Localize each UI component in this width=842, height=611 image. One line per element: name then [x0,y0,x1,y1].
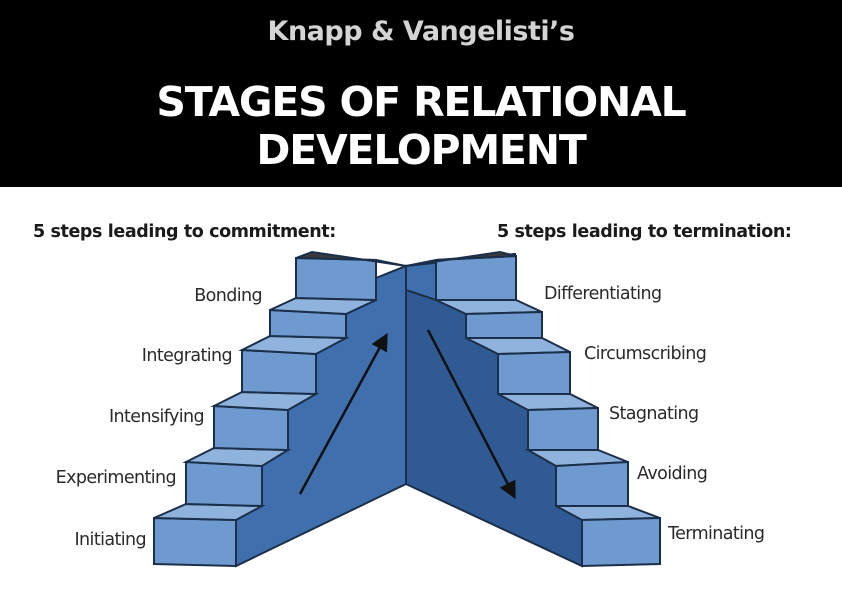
right-steps [405,250,661,568]
step-label-stagnating: Stagnating [609,404,699,424]
step-label-avoiding: Avoiding [637,464,708,484]
step-label-differentiating: Differentiating [544,284,662,304]
step-label-experimenting: Experimenting [55,468,177,488]
step-label-integrating: Integrating [141,346,233,366]
left-steps [153,250,407,568]
termination-heading: 5 steps leading to termination: [497,222,792,242]
step-label-initiating: Initiating [74,530,147,550]
step-label-bonding: Bonding [194,286,262,306]
page-title: STAGES OF RELATIONAL DEVELOPMENT [156,78,686,174]
step-label-intensifying: Intensifying [108,407,205,427]
staircase-diagram [153,250,661,568]
step-label-terminating: Terminating [668,524,765,544]
header-banner: Knapp & Vangelisti’s STAGES OF RELATIONA… [0,0,842,187]
arrow-up-right-icon [298,332,388,495]
arrow-down-right-icon [426,329,516,500]
subtitle: Knapp & Vangelisti’s [267,16,575,47]
step-label-circumscribing: Circumscribing [584,344,707,364]
commitment-heading: 5 steps leading to commitment: [33,222,336,242]
